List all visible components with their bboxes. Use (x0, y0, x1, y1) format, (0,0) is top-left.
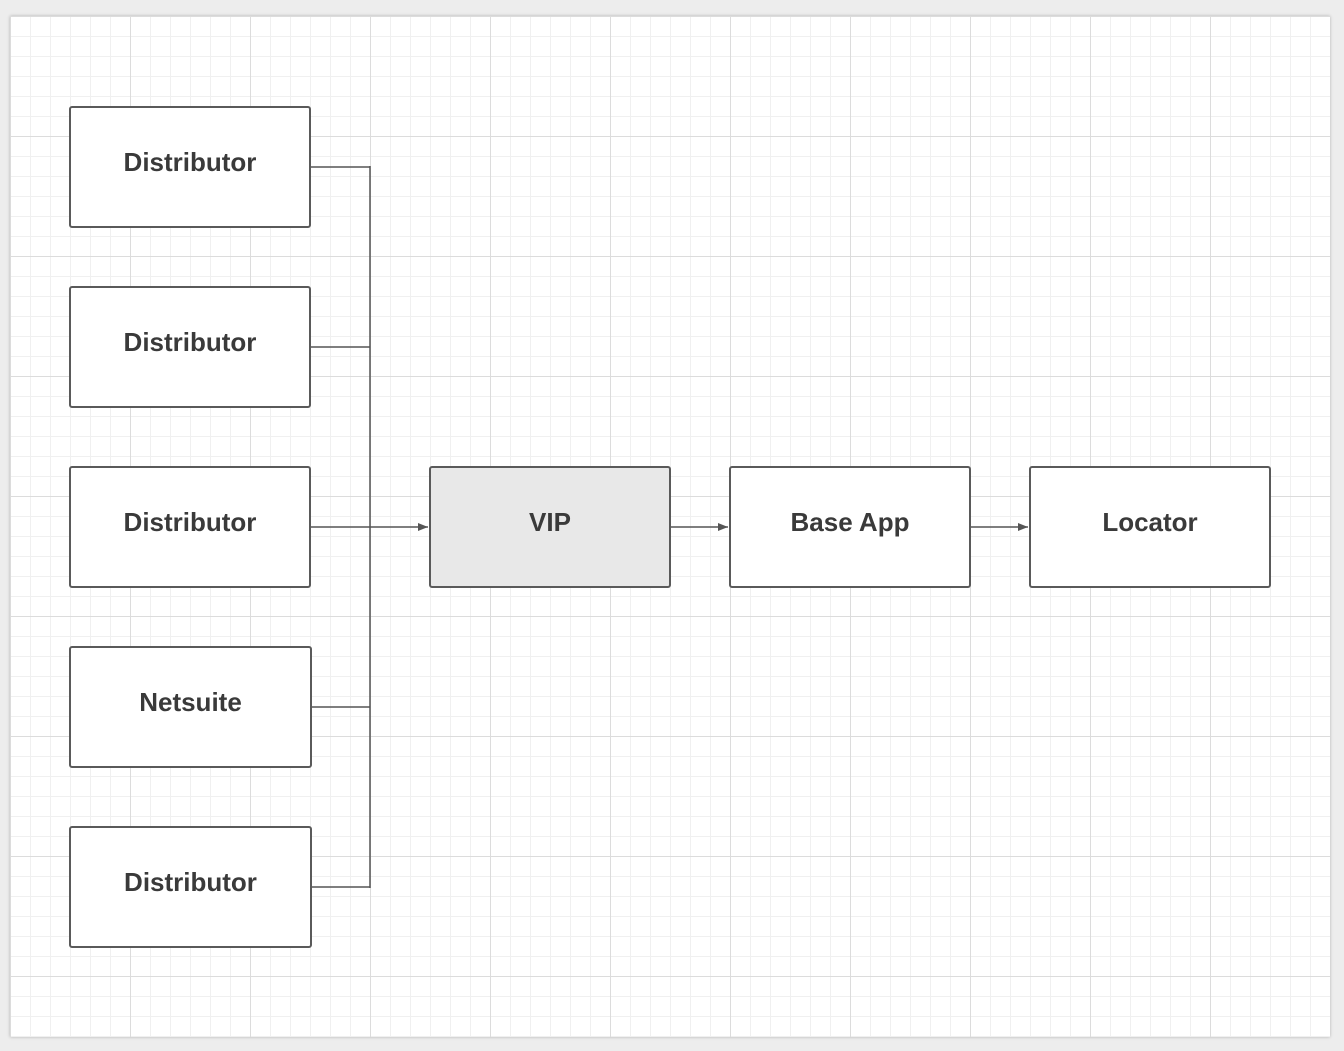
node-label: Base App (790, 506, 910, 537)
node-label: Distributor (123, 506, 257, 537)
node-label: Distributor (124, 866, 257, 897)
node-label: Distributor (123, 146, 257, 177)
node-label: Distributor (123, 326, 257, 357)
node-label: VIP (529, 506, 571, 537)
node-locator[interactable]: Locator (1029, 466, 1271, 588)
node-netsuite[interactable]: Netsuite (69, 646, 312, 768)
node-distributor-4[interactable]: Distributor (69, 826, 312, 948)
node-base-app[interactable]: Base App (729, 466, 971, 588)
node-distributor-2[interactable]: Distributor (69, 286, 311, 408)
node-label: Netsuite (139, 686, 242, 717)
node-distributor-3[interactable]: Distributor (69, 466, 311, 588)
node-vip[interactable]: VIP (429, 466, 671, 588)
node-distributor-1[interactable]: Distributor (69, 106, 311, 228)
node-label: Locator (1102, 506, 1198, 537)
